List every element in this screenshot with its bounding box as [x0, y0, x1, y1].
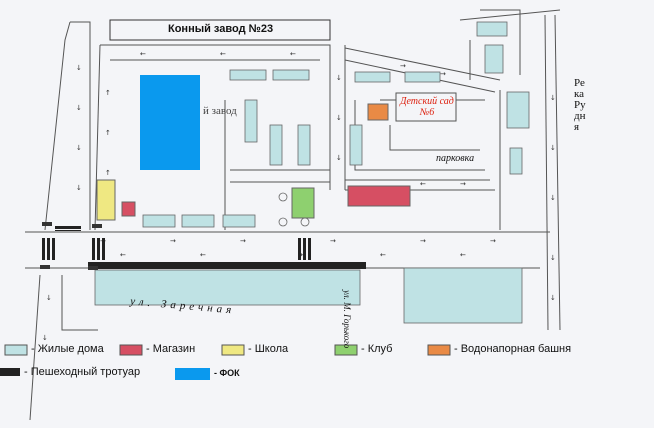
svg-text:→: →	[170, 237, 176, 245]
yellow-swatch	[221, 344, 245, 356]
street-side-label: ул. М. Горького	[342, 290, 352, 349]
sidewalk	[88, 262, 366, 269]
light-blue-swatch	[4, 344, 28, 356]
legend-fok-label: - ФОК	[214, 368, 240, 378]
svg-text:↓: ↓	[550, 294, 556, 302]
shop-building-2	[347, 185, 411, 207]
svg-text:↓: ↓	[550, 144, 556, 152]
trees	[278, 192, 310, 227]
svg-text:↓: ↓	[336, 114, 342, 122]
factory-fragment-label: й завод	[203, 105, 237, 117]
legend-school-label: - Школа	[248, 343, 289, 355]
river-label: Река Рудня	[574, 77, 586, 133]
kindergarten-label: Детский сад №6	[400, 96, 454, 118]
svg-text:↓: ↓	[550, 94, 556, 102]
parking-label: парковка	[436, 153, 475, 164]
svg-text:↓: ↓	[76, 184, 82, 192]
legend-shop-label: - Магазин	[146, 343, 196, 355]
factory-title: Конный завод №23	[168, 23, 274, 35]
svg-text:↑: ↑	[105, 129, 111, 137]
legend-sidewalk-label: - Пешеходный тротуар	[24, 366, 141, 378]
pedestrian-crossings	[42, 226, 311, 260]
svg-text:↓: ↓	[76, 64, 82, 72]
legend-residential-label: - Жилые дома	[31, 343, 104, 355]
shop-building	[121, 201, 136, 217]
svg-text:←: ←	[200, 251, 206, 259]
svg-text:←: ←	[220, 50, 226, 58]
svg-text:→: →	[400, 62, 406, 70]
svg-text:→: →	[330, 237, 336, 245]
svg-text:↑: ↑	[105, 89, 111, 97]
svg-text:↓: ↓	[550, 194, 556, 202]
kindergarten-box	[395, 92, 457, 122]
svg-text:→: →	[490, 237, 496, 245]
svg-text:→: →	[460, 180, 466, 188]
factory-title-box	[109, 19, 331, 41]
legend-club-label: - Клуб	[361, 343, 393, 355]
svg-text:←: ←	[460, 251, 466, 259]
traffic-lights	[40, 222, 102, 270]
svg-text:↓: ↓	[336, 74, 342, 82]
svg-text:↓: ↓	[46, 294, 52, 302]
svg-text:←: ←	[420, 180, 426, 188]
black-bar	[0, 368, 20, 376]
svg-text:↓: ↓	[336, 154, 342, 162]
green-swatch	[334, 344, 358, 356]
svg-text:→: →	[240, 237, 246, 245]
svg-text:←: ←	[380, 251, 386, 259]
orange-swatch	[427, 344, 451, 356]
school-building	[96, 179, 116, 221]
water-tower-building	[367, 103, 389, 121]
svg-text:↑: ↑	[105, 169, 111, 177]
svg-text:↓: ↓	[42, 334, 48, 342]
svg-text:↓: ↓	[550, 254, 556, 262]
svg-text:↓: ↓	[76, 144, 82, 152]
club-building	[291, 187, 315, 219]
svg-text:→: →	[440, 70, 446, 78]
residential-buildings	[94, 21, 530, 324]
blue-swatch	[175, 368, 210, 380]
svg-text:→: →	[420, 237, 426, 245]
svg-text:←: ←	[140, 50, 146, 58]
red-swatch	[119, 344, 143, 356]
svg-text:←: ←	[290, 50, 296, 58]
svg-text:←: ←	[120, 251, 126, 259]
fok-building	[140, 75, 200, 170]
legend-water-tower-label: - Водонапорная башня	[454, 343, 572, 355]
svg-text:↓: ↓	[76, 104, 82, 112]
